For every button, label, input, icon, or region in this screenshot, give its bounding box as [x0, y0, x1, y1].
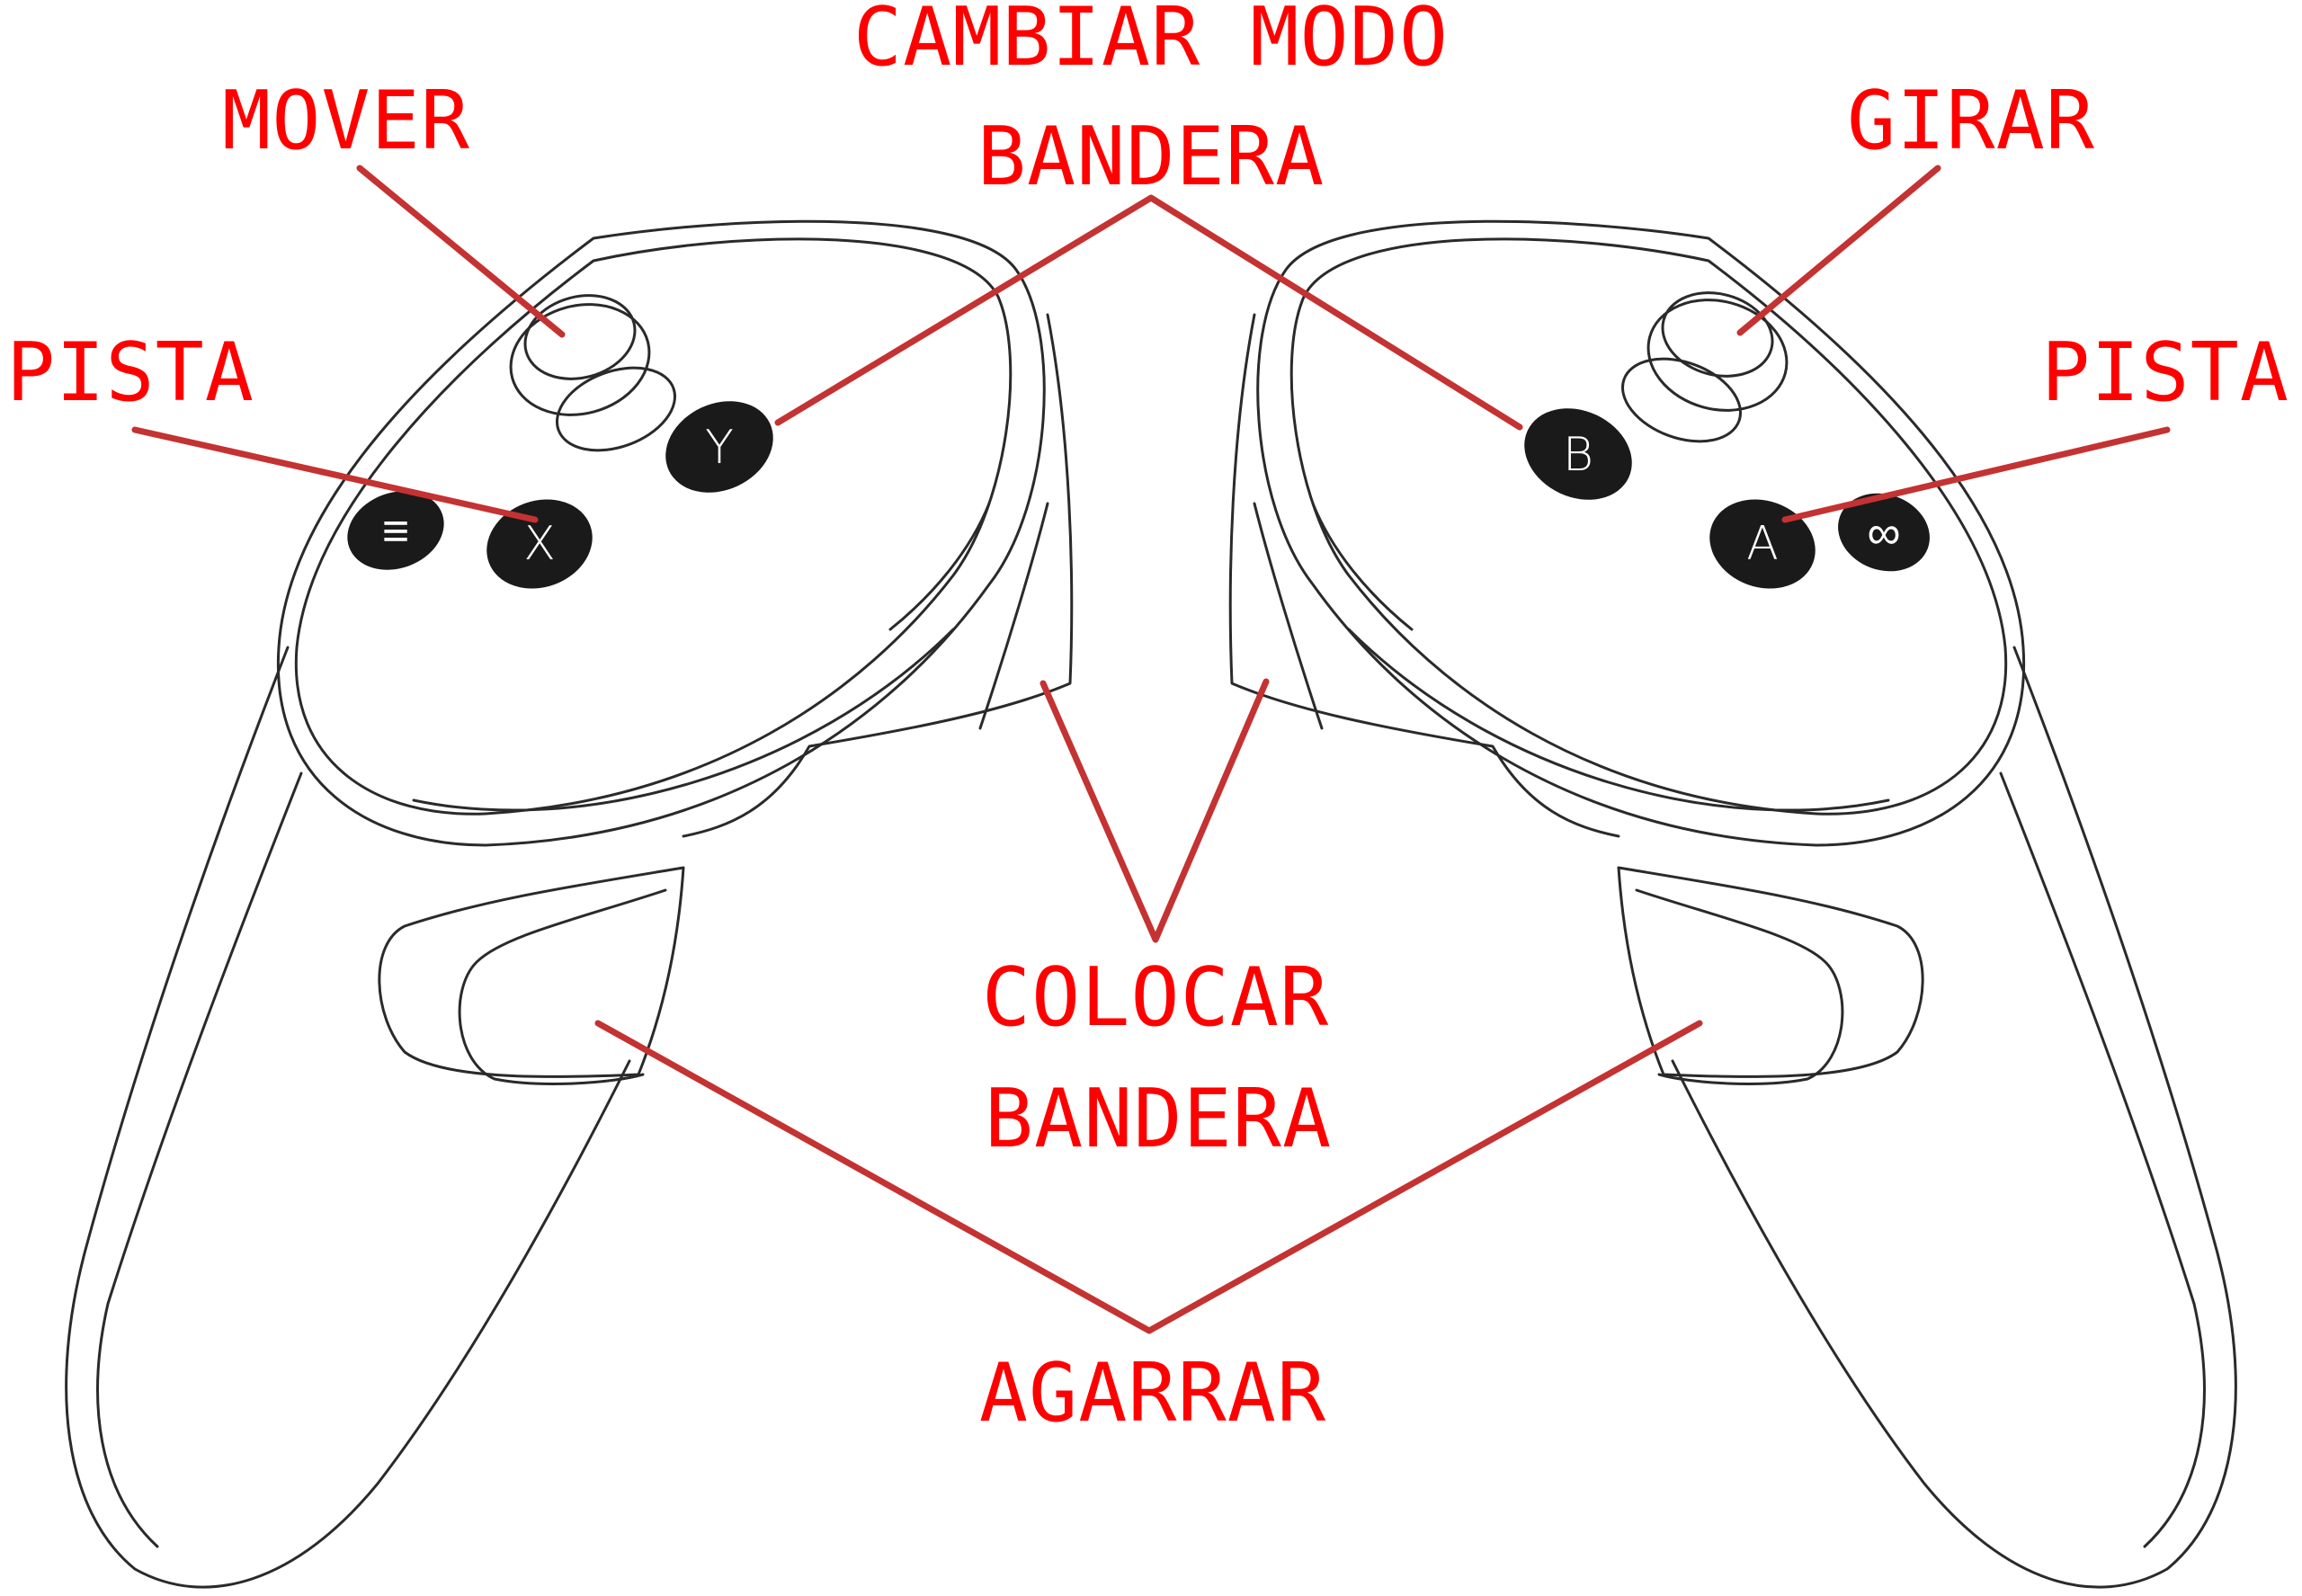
right-trigger-edge	[1253, 502, 1324, 730]
right-controller: B A ∞	[1228, 219, 2237, 1589]
leader-pista-right	[1781, 426, 2171, 523]
right-head-face	[1289, 237, 2008, 816]
left-controller: ≡ X Y	[65, 219, 1074, 1589]
left-grip-trigger-outer	[378, 866, 685, 1078]
a-button-label: A	[1746, 517, 1779, 571]
right-face-rim	[1347, 628, 1890, 812]
right-thumbstick-ring	[1646, 299, 1789, 412]
label-colocar: COLOCAR	[982, 950, 1329, 1045]
right-grip-outline	[1671, 646, 2237, 1589]
left-face-rim	[412, 628, 955, 812]
right-trigger-housing	[1228, 313, 1620, 838]
leader-pista-left	[131, 426, 539, 523]
right-grip-trigger-inner	[1635, 888, 1844, 1085]
label-agarrar: AGARRAR	[979, 1346, 1326, 1440]
left-face-rim-inner	[888, 502, 991, 631]
left-grip-trigger-inner	[458, 888, 667, 1085]
label-mover: MOVER	[222, 74, 470, 168]
label-pista-right: PISTA	[2041, 325, 2289, 420]
label-girar: GIRAR	[1847, 74, 2095, 168]
left-head-face	[294, 237, 1013, 816]
leader-colocar	[1039, 678, 1270, 943]
b-button-label: B	[1563, 428, 1593, 482]
label-bandera-bottom: BANDERA	[985, 1072, 1332, 1166]
left-thumbstick-ring	[509, 303, 651, 416]
a-button[interactable]: A	[1697, 485, 1828, 602]
labels: CAMBIAR MODO BANDERA MOVER GIRAR PISTA P…	[6, 0, 2289, 1440]
right-oculus-button[interactable]: ∞	[1827, 481, 1941, 584]
left-head-ring	[276, 219, 1046, 847]
right-grip-trigger-outer	[1617, 866, 1924, 1078]
leader-mover	[356, 165, 566, 338]
label-bandera-top: BANDERA	[977, 110, 1325, 204]
right-face-rim-inner	[1311, 502, 1414, 631]
leader-agarrar	[594, 1020, 1703, 1334]
right-grip-inner-edge	[1999, 771, 2206, 1548]
label-pista-left: PISTA	[6, 325, 254, 420]
left-grip-outline	[65, 646, 631, 1589]
x-button[interactable]: X	[474, 485, 605, 602]
y-button[interactable]: Y	[651, 384, 789, 509]
leader-girar	[1736, 165, 1941, 336]
right-thumbstick-base	[1621, 357, 1742, 443]
leader-cambiar-modo	[774, 194, 1523, 431]
x-button-label: X	[523, 517, 556, 571]
y-button-label: Y	[705, 421, 734, 475]
left-trigger-edge	[978, 502, 1049, 730]
left-trigger-housing	[682, 313, 1074, 838]
left-menu-button[interactable]: ≡	[336, 478, 455, 584]
oculus-icon: ∞	[1867, 506, 1900, 560]
left-grip-inner-edge	[96, 771, 303, 1548]
right-thumbstick-cap	[1661, 291, 1774, 378]
b-button[interactable]: B	[1510, 391, 1647, 516]
leader-lines	[131, 165, 2171, 1334]
menu-icon: ≡	[382, 504, 409, 558]
left-thumbstick-base	[556, 366, 676, 452]
right-head-ring	[1256, 219, 2026, 847]
label-cambiar-modo: CAMBIAR MODO	[853, 0, 1449, 85]
left-thumbstick-cap	[523, 294, 637, 380]
